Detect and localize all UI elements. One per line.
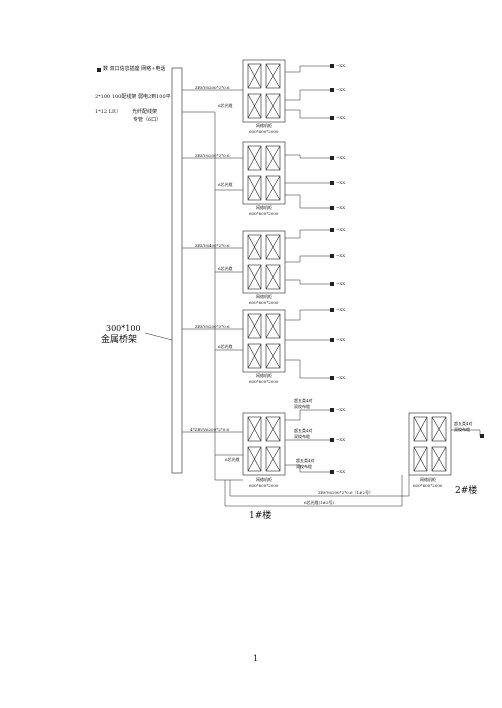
outlet-branches	[224, 65, 481, 507]
twisted-pair-label-d2: 双绞布缆	[454, 427, 470, 432]
cabinet-2-size: 600*600*2000	[249, 211, 279, 216]
outlet-label: ~XX	[336, 115, 346, 120]
twisted-pair-label-d1: 超五类4对	[454, 421, 473, 426]
outlet-label: ~XX	[336, 437, 346, 442]
cable-label-2: ZRVV6200*2*0.6	[195, 153, 230, 158]
cabinet-1-size: 600*600*2000	[249, 129, 279, 134]
outlet-label: ~XX	[336, 180, 346, 185]
cable-between-label: ZRVV6200*2*0.6（1#2号）	[318, 490, 373, 495]
tray-size-label: 300*100	[106, 324, 141, 333]
fiber-label-4: 6芯光缆	[218, 344, 233, 349]
twisted-pair-label-a2: 双绞布缆	[294, 404, 310, 409]
cabinet-4	[242, 309, 286, 373]
building-1-label: 1#楼	[249, 511, 272, 521]
outlet-label: ~XX	[336, 155, 346, 160]
outlet-label: ~XX	[336, 281, 346, 286]
tray-leader	[144, 332, 173, 341]
cabinet-4-label: 网络机柜	[256, 373, 272, 378]
cabinet-5-size: 600*600*2000	[249, 483, 279, 488]
cable-label-4: ZRVV6200*2*0.6	[195, 324, 230, 329]
cable-label-3: ZRVV6400*2*0.6	[195, 243, 230, 248]
outlet-label: ~XX	[336, 375, 346, 380]
cabinet-3-label: 网络机柜	[256, 294, 272, 299]
cabinet-1	[242, 59, 286, 123]
cabinet-4-size: 600*600*2000	[249, 379, 279, 384]
feed-lines	[182, 89, 243, 481]
cabinet-b2-size: 600*600*2000	[413, 483, 443, 488]
outlet-label: ~XX	[336, 307, 346, 312]
outlet-label: ~XX	[336, 337, 346, 342]
twisted-pair-label-b1: 超五类4对	[294, 428, 313, 433]
legend-line4: 专管（6口）	[133, 117, 162, 123]
fiber-between-label: 6芯光缆(1#2号)	[304, 500, 335, 505]
cabinet-3	[242, 230, 286, 294]
page-number: 1	[253, 654, 259, 663]
twisted-pair-label-c1: 超五类4对	[296, 458, 315, 463]
cable-tray	[171, 67, 183, 474]
twisted-pair-label-c2: 双绞布缆	[296, 464, 312, 469]
legend-line3: 1*12 LIU	[95, 109, 119, 115]
outlet-label: ~XX	[336, 227, 346, 232]
legend-line2: 2*100 100配线架 弱电2到100平	[95, 94, 171, 100]
fiber-label-2: 6芯光缆	[218, 182, 233, 187]
cabinet-5-label: 网络机柜	[256, 477, 272, 482]
cabinet-3-size: 600*600*2000	[249, 300, 279, 305]
cabinet-5	[242, 412, 286, 476]
legend-line3b: 光纤配线架	[132, 109, 158, 115]
twisted-pair-label-a1: 超五类4对	[294, 398, 313, 403]
fiber-label-3: 6芯光缆	[218, 266, 233, 271]
cabinet-2	[242, 141, 286, 205]
legend-line1: 数 双口信息插座 网络+电话	[103, 66, 166, 72]
cabinet-b2-label: 网络机柜	[420, 477, 436, 482]
cabinet-building2	[408, 412, 452, 476]
cabinet-2-label: 网络机柜	[256, 205, 272, 210]
building-2-label: 2#楼	[455, 486, 478, 496]
cable-label-1: ZRVV6200*2*0.6	[195, 85, 230, 90]
fiber-label-5: 6芯光缆	[225, 457, 240, 462]
outlet-label: ~XX	[336, 63, 346, 68]
cabinet-1-label: 网络机柜	[256, 123, 272, 128]
outlet-label: ~XX	[336, 469, 346, 474]
cable-label-5: 4*ZRVV6200*2*0.6	[190, 427, 230, 432]
outlet-icons	[97, 64, 484, 474]
twisted-pair-label-b2: 双绞布缆	[294, 434, 310, 439]
outlet-label: ~XX	[336, 87, 346, 92]
tray-type-label: 金属桥架	[101, 335, 138, 345]
outlet-label: ~XX	[336, 407, 346, 412]
outlet-label: ~XX	[336, 253, 346, 258]
fiber-label-1: 6芯光缆	[218, 103, 233, 108]
outlet-label: ~XX	[336, 205, 346, 210]
